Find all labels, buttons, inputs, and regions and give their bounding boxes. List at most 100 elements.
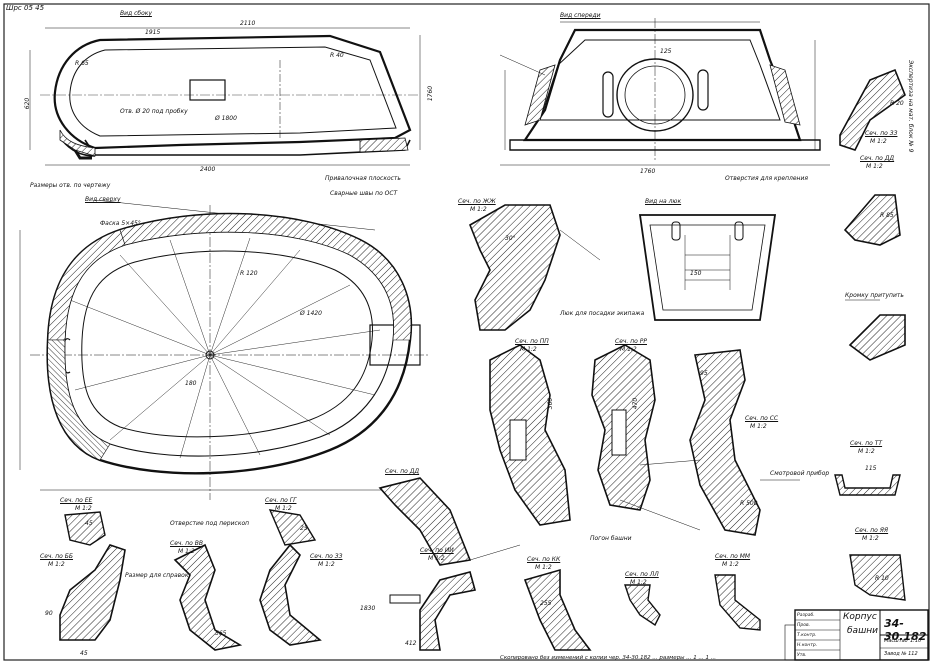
section-scale-pp: М 1:2 <box>520 346 537 353</box>
section-profile-pp <box>489 344 571 526</box>
title-name-line2: башни <box>847 626 879 636</box>
annotation-3: Привалочная плоскость <box>325 175 401 182</box>
section-profile-ll <box>624 584 661 627</box>
annotation-8: Погон башни <box>590 535 632 542</box>
section-scale-ee: М 1:2 <box>75 505 92 512</box>
section-label-bb: Сеч. по ББ <box>40 553 73 560</box>
section-scale-tt: М 1:2 <box>858 448 875 455</box>
section-scale-dd-top: М 1:2 <box>866 163 883 170</box>
section-scale-mm: М 1:2 <box>722 561 739 568</box>
title-role: Утв. <box>797 653 807 658</box>
section-scale-ll: М 1:2 <box>630 579 647 586</box>
dim-label: R 20 <box>890 100 904 107</box>
dim-label: R 120 <box>240 270 258 277</box>
title-org: Завод № 112 <box>884 651 918 657</box>
section-scale-zhzh: М 1:2 <box>470 206 487 213</box>
section-profile-dd <box>848 314 906 361</box>
hatch-view-label: Вид на люк <box>645 198 682 205</box>
dim-label: R 500 <box>740 500 758 507</box>
annotation-2: Размеры отв. по чертежу <box>30 182 111 189</box>
section-profile-dd-bot <box>378 477 472 566</box>
section-profile-ee2 <box>268 509 317 546</box>
section-profile-zhzh <box>468 204 561 331</box>
dim-label: R 40 <box>330 52 344 59</box>
section-profile-tt <box>834 474 901 496</box>
section-scale-zz-top: М 1:2 <box>870 138 887 145</box>
title-scale-label: Масштаб <box>884 638 908 644</box>
section-profile-kk <box>523 568 592 651</box>
dim-label: 1915 <box>145 29 161 36</box>
section-scale-kk: М 1:2 <box>535 564 552 571</box>
dim-label: 412 <box>405 640 417 647</box>
section-profile-ss <box>689 349 761 536</box>
annotation-9: Смотровой прибор <box>770 470 830 477</box>
section-profile-zz-bot <box>259 543 322 646</box>
dim-label: 150 <box>690 270 702 277</box>
side-view-hatch <box>59 129 409 157</box>
section-label-zz-bot: Сеч. по ЗЗ <box>310 553 343 560</box>
dim-label: R 65 <box>75 60 89 67</box>
section-scale-vv: М 1:2 <box>178 548 195 555</box>
dim-label: 470 <box>632 397 640 410</box>
section-ii-plate <box>389 594 421 604</box>
annotation-4: Сварные швы по ОСТ <box>330 190 398 197</box>
title-scale-value: 1:10 <box>910 638 922 644</box>
section-label-dd-bot: Сеч. по ДД <box>385 468 420 475</box>
corner-tag: Шрс 05 45 <box>6 4 45 12</box>
section-label-ii: Сеч. по ИИ <box>420 547 454 554</box>
dim-label: R 85 <box>880 212 894 219</box>
dim-label: 45 <box>80 650 88 657</box>
section-pp-slot <box>509 419 527 461</box>
section-label-kk: Сеч. по КК <box>527 556 561 563</box>
section-profile-ee <box>64 511 106 546</box>
dim-front-width: 1760 <box>640 168 656 175</box>
front-view <box>500 18 830 166</box>
section-label-zz-top: Сеч. по ЗЗ <box>865 130 898 137</box>
plan-view-hatch <box>47 213 412 461</box>
annotation-11: Кромку притупить <box>845 292 904 299</box>
section-profile-ii <box>419 571 477 651</box>
dim-label: 1830 <box>360 605 376 612</box>
dim-label: 30° <box>505 235 516 242</box>
annotation-12: Фаска 5×45° <box>100 220 141 227</box>
title-name-line1: Корпус <box>843 612 877 622</box>
section-profile-yaya <box>849 554 906 601</box>
hatch-detail-view <box>638 214 777 321</box>
section-profile-vv <box>173 543 243 651</box>
dim-label: 45 <box>85 520 93 527</box>
dim-label: 180 <box>185 380 197 387</box>
section-scale-zz-bot: М 1:2 <box>318 561 335 568</box>
title-role: Пров. <box>797 623 811 628</box>
dim-label: 1760 <box>427 85 435 102</box>
dim-label: 25 <box>300 525 308 532</box>
dim-side-length: 2400 <box>200 166 216 173</box>
annotation-10: Размер для справок <box>125 572 189 579</box>
section-label-dd-top: Сеч. по ДД <box>860 155 895 162</box>
leader-lines <box>469 54 880 561</box>
section-scale-yaya: М 1:2 <box>862 535 879 542</box>
section-profile-zz-mid <box>843 194 901 246</box>
dim-label: 90 <box>45 610 53 617</box>
title-role: Н.контр. <box>797 643 818 648</box>
dim-label: 95 <box>700 370 708 377</box>
dim-label: 620 <box>24 97 32 110</box>
dim-label: 360 <box>547 397 555 410</box>
section-label-vv: Сеч. по ВВ <box>170 540 203 547</box>
front-view-label: Вид спереди <box>560 12 601 19</box>
section-label-yaya: Сеч. по ЯЯ <box>855 527 889 534</box>
section-profile-mm <box>714 574 761 631</box>
section-label-mm: Сеч. по ММ <box>715 553 751 560</box>
dim-label: 2110 <box>240 20 256 27</box>
dim-label: 255 <box>540 600 552 607</box>
sheet-border <box>3 3 930 661</box>
section-profile-zz-top <box>839 68 906 151</box>
plan-view-label: Вид сверху <box>85 196 121 203</box>
title-block <box>784 609 929 661</box>
section-label-gg: Сеч. по ГГ <box>265 497 297 504</box>
title-role: Разраб. <box>797 613 815 618</box>
section-scale-bb: М 1:2 <box>48 561 65 568</box>
dim-label: R 10 <box>875 575 889 582</box>
annotation-1: Отв. Ø 20 под пробку <box>120 108 188 115</box>
dim-label: 125 <box>660 48 672 55</box>
